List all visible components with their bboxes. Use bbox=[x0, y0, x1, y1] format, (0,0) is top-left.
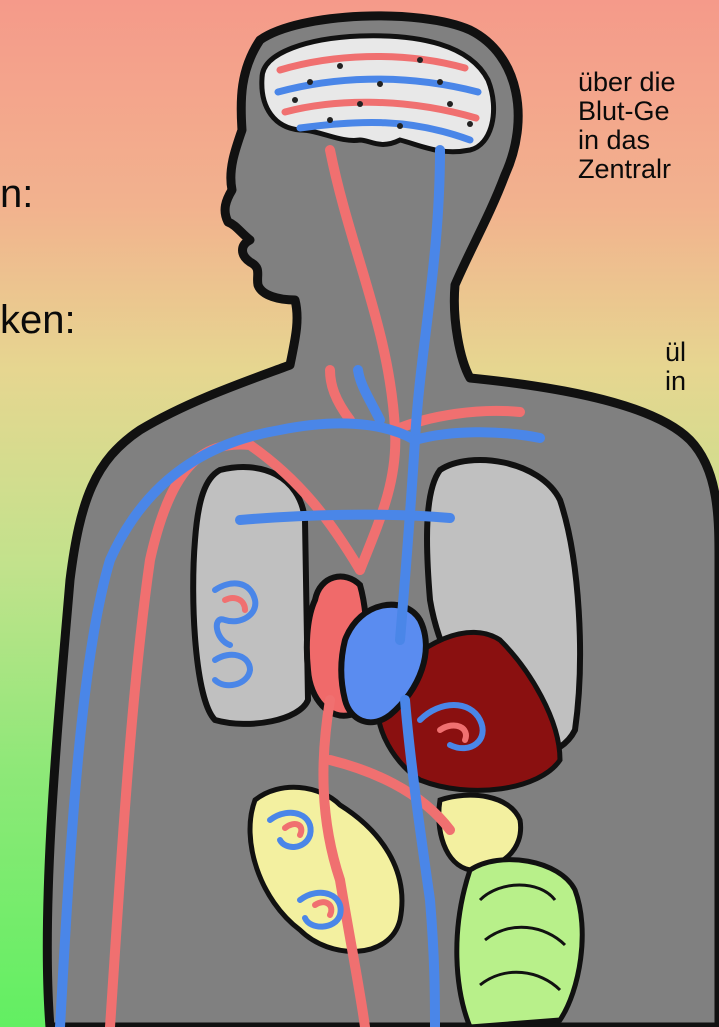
circulation-figure bbox=[0, 0, 719, 1027]
